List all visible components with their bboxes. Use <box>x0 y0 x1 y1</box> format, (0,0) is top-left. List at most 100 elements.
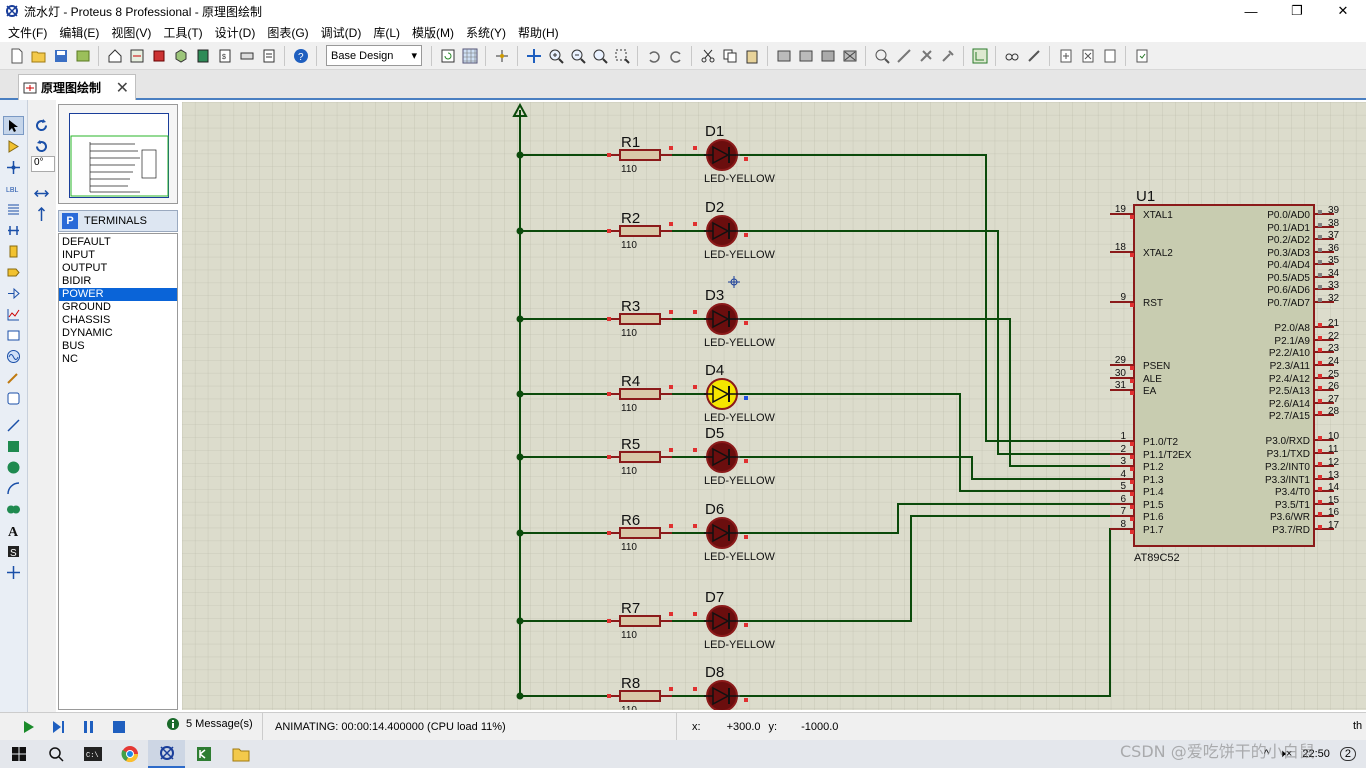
bom-icon[interactable]: $ <box>214 45 235 66</box>
step-icon[interactable] <box>44 716 74 738</box>
play-icon[interactable] <box>14 716 44 738</box>
home-icon[interactable] <box>104 45 125 66</box>
stop-icon[interactable] <box>104 716 134 738</box>
menu-graph[interactable]: 图表(G) <box>267 25 309 40</box>
volume-muted-icon[interactable]: 🕨× <box>1278 747 1293 760</box>
voltage-probe-icon[interactable] <box>3 368 24 387</box>
arc-tool-icon[interactable] <box>3 479 24 498</box>
packaging-icon[interactable] <box>915 45 936 66</box>
new-sheet-icon[interactable] <box>1055 45 1076 66</box>
decompose-icon[interactable] <box>937 45 958 66</box>
notes-icon[interactable] <box>236 45 257 66</box>
grid-toggle-icon[interactable] <box>459 45 480 66</box>
menu-debug[interactable]: 调试(D) <box>320 25 362 40</box>
rotation-angle-field[interactable]: 0° <box>31 156 55 172</box>
buses-icon[interactable] <box>3 221 24 240</box>
tab-schematic-capture[interactable]: 原理图绘制 ✕ <box>18 74 136 100</box>
terminal-item[interactable]: INPUT <box>62 249 95 261</box>
terminals-list[interactable]: DEFAULT INPUT OUTPUT BIDIR POWER GROUND … <box>58 233 178 710</box>
box-tool-icon[interactable] <box>3 437 24 456</box>
cut-icon[interactable] <box>697 45 718 66</box>
block-move-icon[interactable] <box>795 45 816 66</box>
chrome-app-icon[interactable] <box>111 740 148 768</box>
schematic-icon[interactable] <box>126 45 147 66</box>
menu-help[interactable]: 帮助(H) <box>518 25 559 40</box>
graph-mode-icon[interactable] <box>3 305 24 324</box>
text-tool-icon[interactable]: A <box>3 521 24 540</box>
generator-icon[interactable] <box>3 347 24 366</box>
wire-autorouter-icon[interactable] <box>969 45 990 66</box>
menu-library[interactable]: 库(L) <box>373 25 400 40</box>
copy-icon[interactable] <box>719 45 740 66</box>
make-device-icon[interactable] <box>893 45 914 66</box>
flip-vertical-icon[interactable] <box>31 205 52 224</box>
design-select[interactable]: Base Design ▾ <box>326 45 422 66</box>
exit-to-parent-icon[interactable] <box>1099 45 1120 66</box>
terminal-item[interactable]: DYNAMIC <box>62 327 113 339</box>
block-delete-icon[interactable] <box>839 45 860 66</box>
message-indicator[interactable]: 5 Message(s) <box>166 717 253 731</box>
component-mode-icon[interactable] <box>3 137 24 156</box>
windows-start-icon[interactable] <box>0 740 37 768</box>
terminal-item[interactable]: BUS <box>62 340 85 352</box>
menu-design[interactable]: 设计(D) <box>214 25 256 40</box>
terminal-app-icon[interactable]: C:\ <box>74 740 111 768</box>
new-file-icon[interactable] <box>6 45 27 66</box>
open-folder-icon[interactable] <box>28 45 49 66</box>
search-icon[interactable] <box>1001 45 1022 66</box>
proteus-app-icon[interactable] <box>148 740 185 768</box>
pick-device-icon[interactable] <box>871 45 892 66</box>
pcb-icon[interactable] <box>148 45 169 66</box>
clock[interactable]: 22:50 <box>1302 748 1330 760</box>
rotate-anticlockwise-icon[interactable] <box>31 137 52 156</box>
electrical-rule-check-icon[interactable] <box>1131 45 1152 66</box>
terminals-mode-icon[interactable] <box>3 263 24 282</box>
marker-tool-icon[interactable] <box>3 563 24 582</box>
block-copy-icon[interactable] <box>773 45 794 66</box>
close-button[interactable]: ✕ <box>1337 3 1349 18</box>
wire-label-icon[interactable]: LBL <box>3 179 24 198</box>
virtual-instrument-icon[interactable] <box>3 389 24 408</box>
rotate-clockwise-icon[interactable] <box>31 116 52 135</box>
keil-app-icon[interactable] <box>185 740 222 768</box>
chevron-up-icon[interactable]: ^ <box>1263 748 1269 760</box>
maximize-button[interactable]: ❐ <box>1291 3 1303 18</box>
menu-system[interactable]: 系统(Y) <box>466 25 506 40</box>
terminal-item[interactable]: DEFAULT <box>62 236 111 248</box>
terminal-item[interactable]: OUTPUT <box>62 262 108 274</box>
help-icon[interactable]: ? <box>290 45 311 66</box>
save-icon[interactable] <box>50 45 71 66</box>
zoom-out-icon[interactable] <box>567 45 588 66</box>
undo-icon[interactable] <box>643 45 664 66</box>
zoom-all-icon[interactable] <box>589 45 610 66</box>
refresh-icon[interactable] <box>437 45 458 66</box>
symbol-tool-icon[interactable]: S <box>3 542 24 561</box>
terminal-item[interactable]: CHASSIS <box>62 314 111 326</box>
selection-mode-icon[interactable] <box>3 116 24 135</box>
menu-template[interactable]: 模版(M) <box>412 25 454 40</box>
circle-tool-icon[interactable] <box>3 458 24 477</box>
path-tool-icon[interactable] <box>3 500 24 519</box>
search-icon[interactable] <box>37 740 74 768</box>
pick-devices-button[interactable]: P <box>62 213 78 229</box>
gerber-icon[interactable] <box>192 45 213 66</box>
terminal-item[interactable]: GROUND <box>62 301 111 313</box>
terminal-item-selected[interactable]: POWER <box>59 288 177 301</box>
tape-recorder-icon[interactable] <box>3 326 24 345</box>
terminal-item[interactable]: BIDIR <box>62 275 92 287</box>
junction-dot-icon[interactable] <box>3 158 24 177</box>
pan-icon[interactable] <box>523 45 544 66</box>
overview-window[interactable] <box>58 104 178 204</box>
paste-icon[interactable] <box>741 45 762 66</box>
minimize-button[interactable]: — <box>1244 3 1258 19</box>
zoom-in-icon[interactable] <box>545 45 566 66</box>
text-script-icon[interactable] <box>3 200 24 219</box>
remove-sheet-icon[interactable] <box>1077 45 1098 66</box>
menu-tools[interactable]: 工具(T) <box>163 25 203 40</box>
zoom-area-icon[interactable] <box>611 45 632 66</box>
notification-badge[interactable]: 2 <box>1339 747 1356 761</box>
subcircuit-icon[interactable] <box>3 242 24 261</box>
property-assignment-icon[interactable] <box>1023 45 1044 66</box>
schematic-canvas[interactable]: R1110D1LED-YELLOWR2110D2LED-YELLOWR3110D… <box>182 102 1366 710</box>
